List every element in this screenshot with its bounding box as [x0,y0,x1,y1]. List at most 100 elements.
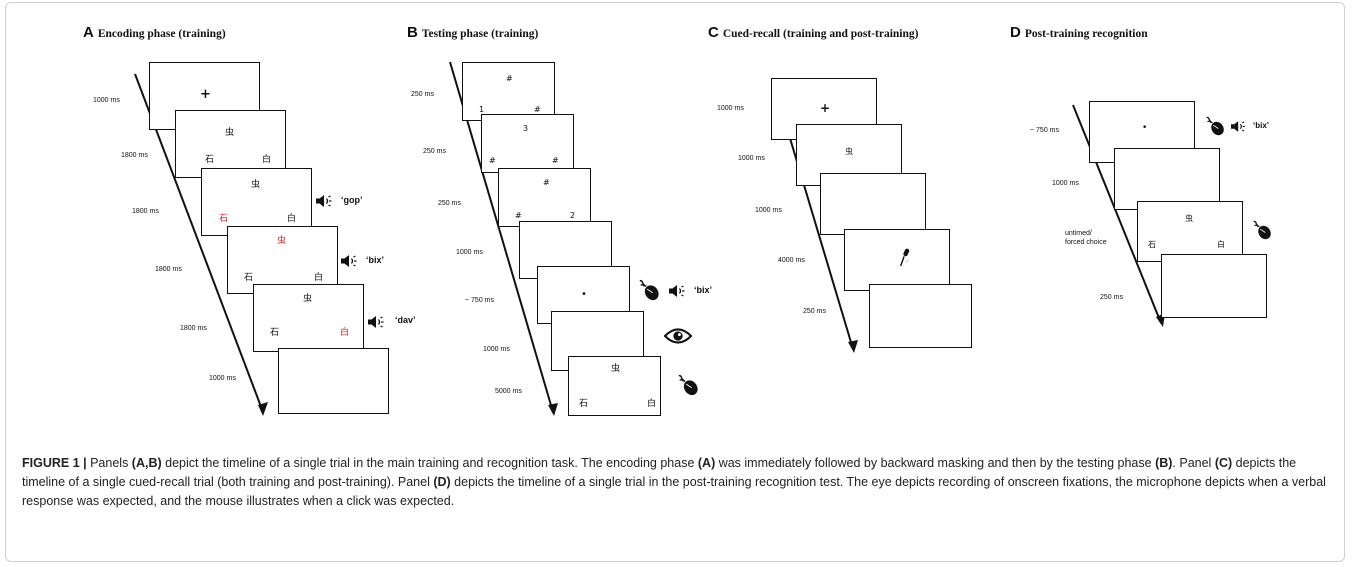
char-right: 白 [287,214,297,224]
char-right: 白 [314,273,324,283]
figure-caption: FIGURE 1 | Panels (A,B) depict the timel… [22,454,1337,511]
char-left: 石 [1148,240,1156,249]
caption-text: depicts the timeline of a single trial i… [22,475,1326,508]
sound-word-bix: ‘bix’ [694,285,713,295]
sound-word-bix: ‘bix’ [366,255,385,265]
panel-a-duration-2: 1800 ms [121,152,148,159]
char-right: 白 [262,155,272,165]
mask-symbol: # [543,178,550,187]
panel-a-duration-1: 1000 ms [93,97,120,104]
panel-c-frame-end [869,284,972,348]
panel-a-duration-4: 1800 ms [155,266,182,273]
panel-c-duration-3: 1000 ms [755,207,782,214]
caption-ref: (D) [433,475,451,489]
panel-b-duration-7: 5000 ms [495,388,522,395]
panel-b-frame-mask-3: # # 2 [498,168,591,227]
panel-a-duration-6: 1000 ms [209,375,236,382]
char-left-highlighted: 石 [219,214,229,224]
panel-d-frame-choice: 虫 石 白 [1137,201,1243,262]
mask-symbol: # [506,74,513,83]
mask-digit: 1 [479,105,485,114]
panel-d-frame-end [1161,254,1267,318]
panel-c-frame-blank [820,173,926,235]
char-top-highlighted: 虫 [277,236,287,246]
panel-c-name: Cued-recall (training and post-training) [722,28,919,40]
panel-b-duration-5: ~ 750 ms [465,297,494,304]
panel-a-duration-5: 1800 ms [180,325,207,332]
panel-d-duration-3: untimed/ forced choice [1065,230,1107,247]
panel-a-frame-blank [278,348,389,414]
char-left: 石 [205,155,215,165]
mouse-click-icon [1205,116,1225,136]
panel-c-duration-2: 1000 ms [738,155,765,162]
caption-text: depicts the timeline of a single cued-re… [22,456,1297,489]
panel-a-duration-3: 1800 ms [132,208,159,215]
panel-a-frame-gop: 虫 石 白 [201,168,312,236]
center-dot: • [1142,123,1148,133]
panel-b-duration-3: 250 ms [438,200,461,207]
caption-text: Panels [86,456,132,470]
fixation-cross: + [820,101,831,115]
panel-a-frame-bix: 虫 石 白 [227,226,338,294]
caption-label: FIGURE 1 | [22,456,87,470]
sound-word-bix: ‘bix’ [1253,121,1270,130]
caption-ref: (B) [1155,456,1173,470]
panel-a-timeline-arrow [134,73,268,416]
char-left: 石 [270,328,280,338]
mask-symbol: # [489,156,496,165]
mouse-click-icon [1252,220,1272,240]
caption-ref: (A) [697,456,716,470]
panel-b-duration-2: 250 ms [423,148,446,155]
panel-d-duration-2: 1000 ms [1052,180,1079,187]
panel-c-duration-4: 4000 ms [778,257,805,264]
panel-c-letter: C [708,24,719,41]
speaker-icon [1231,121,1249,132]
caption-ref: (A,B) [131,456,162,470]
panel-c-duration-5: 250 ms [803,308,826,315]
panel-b-frame-mask-2: 3 # # [481,114,574,173]
char-top: 虫 [845,147,853,156]
mask-symbol: # [534,105,541,114]
panel-a-frame-dav: 虫 石 白 [253,284,364,352]
panel-b-duration-1: 250 ms [411,91,434,98]
char-top: 虫 [303,294,313,304]
panel-a-letter: A [83,24,94,41]
char-top: 虫 [225,128,235,138]
panel-d-letter: D [1010,24,1021,41]
caption-text: . Panel [1172,456,1215,470]
caption-ref: (C) [1214,456,1233,470]
panel-b-duration-4: 1000 ms [456,249,483,256]
panel-d-name: Post-training recognition [1024,28,1148,40]
mask-digit: 2 [570,211,576,220]
caption-text: depict the timeline of a single trial in… [161,456,698,470]
char-right: 白 [1217,240,1225,249]
panel-a-frame-stimulus: 虫 石 白 [175,110,286,178]
char-top: 虫 [611,364,621,374]
char-left: 石 [244,273,254,283]
panel-d-duration-4: 250 ms [1100,294,1123,301]
figure-border [5,2,1345,562]
char-top: 虫 [251,180,261,190]
center-dot: • [581,289,587,300]
mask-digit: 3 [523,124,529,133]
panel-c-duration-1: 1000 ms [717,105,744,112]
panel-b-frame-choice: 虫 石 白 [568,356,661,416]
mask-symbol: # [515,211,522,220]
panel-d-duration-1: ~ 750 ms [1030,127,1059,134]
panel-b-name: Testing phase (training) [421,28,539,40]
char-right-highlighted: 白 [340,328,350,338]
panel-d-frame-blank [1114,148,1220,210]
sound-word-dav: ‘dav’ [395,315,416,325]
char-right: 白 [647,399,657,409]
panel-b-duration-6: 1000 ms [483,346,510,353]
panel-b-frame-mask-1: # 1 # [462,62,555,121]
sound-word-gop: ‘gop’ [341,195,363,205]
panel-a-name: Encoding phase (training) [97,28,226,40]
mask-symbol: # [552,156,559,165]
char-top: 虫 [1185,214,1193,223]
caption-text: was immediately followed by backward mas… [715,456,1156,470]
